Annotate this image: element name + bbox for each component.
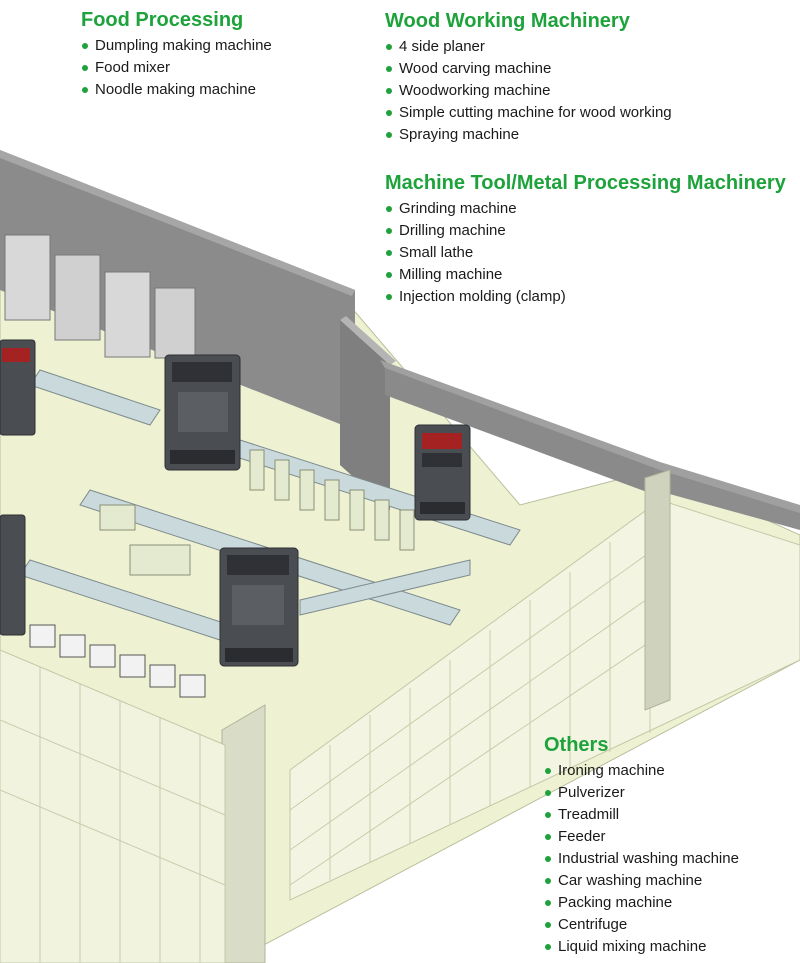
bullet-icon [386,228,392,234]
item-label: Grinding machine [399,200,517,217]
bullet-icon [545,856,551,862]
bullet-icon [545,900,551,906]
item-label: Pulverizer [558,784,625,801]
back-wall-left-top [0,150,355,296]
list-item: Small lathe [385,242,786,264]
list-item: Treadmill [544,804,739,826]
item-label: Drilling machine [399,222,506,239]
bullet-icon [545,790,551,796]
item-label: Wood carving machine [399,60,552,77]
item-label: Small lathe [399,244,474,261]
bullet-icon [545,812,551,818]
item-label: Milling machine [399,266,503,283]
list-item: Industrial washing machine [544,848,739,870]
section-title: Machine Tool/Metal Processing Machinery [385,172,786,194]
section-title: Wood Working Machinery [385,10,630,32]
bullet-icon [545,768,551,774]
item-label: Liquid mixing machine [558,938,707,955]
section-others: Others Ironing machine Pulverizer Treadm… [544,733,739,958]
section-machine-tool: Machine Tool/Metal Processing Machinery … [385,171,786,308]
list-item: Wood carving machine [385,58,672,80]
corner-pillar-right [644,469,671,711]
bullet-icon [545,944,551,950]
drive-unit-left-bottom [0,514,26,636]
list-item: Drilling machine [385,220,786,242]
section-wood-working: Wood Working Machinery 4 side planer Woo… [385,9,672,146]
drive-unit-center [164,354,241,471]
bullet-icon [386,132,392,138]
item-label: Feeder [558,828,606,845]
workstations [99,449,415,576]
front-machines [29,624,206,698]
section-food-processing: Food Processing Dumpling making machine … [81,8,272,101]
list-item: Packing machine [544,892,739,914]
list-item: Dumpling making machine [81,35,272,57]
item-list: Ironing machine Pulverizer Treadmill Fee… [544,760,739,958]
list-item: Food mixer [81,57,272,79]
bullet-icon [545,878,551,884]
list-item: Ironing machine [544,760,739,782]
list-item: Milling machine [385,264,786,286]
item-label: Treadmill [558,806,620,823]
list-item: Centrifuge [544,914,739,936]
item-list: 4 side planer Wood carving machine Woodw… [385,36,672,146]
section-title: Food Processing [81,9,244,31]
drive-unit-left-top [0,339,36,436]
bullet-icon [386,250,392,256]
list-item: Injection molding (clamp) [385,286,786,308]
list-item: Car washing machine [544,870,739,892]
item-label: Spraying machine [399,126,520,143]
item-label: Dumpling making machine [95,37,272,54]
item-label: Packing machine [558,894,673,911]
bullet-icon [386,206,392,212]
partition-edge [340,316,396,365]
item-label: Woodworking machine [399,82,551,99]
list-item: Feeder [544,826,739,848]
list-item: Woodworking machine [385,80,672,102]
list-item: Noodle making machine [81,79,272,101]
partition-wall [340,320,390,510]
list-item: Pulverizer [544,782,739,804]
corner-pillar-front [221,704,266,963]
bullet-icon [82,43,88,49]
list-item: Simple cutting machine for wood working [385,102,672,124]
item-label: Car washing machine [558,872,703,889]
bullet-icon [386,294,392,300]
drive-unit-front [219,547,299,667]
bullet-icon [386,272,392,278]
bullet-icon [386,66,392,72]
list-item: Spraying machine [385,124,672,146]
item-label: Simple cutting machine for wood working [399,104,672,121]
item-label: Ironing machine [558,762,665,779]
item-label: Industrial washing machine [558,850,739,867]
bullet-icon [82,87,88,93]
glass-grid [289,512,661,886]
bullet-icon [386,44,392,50]
list-item: 4 side planer [385,36,672,58]
right-glass-wall [289,499,800,901]
section-title: Others [544,734,609,756]
item-label: Noodle making machine [95,81,256,98]
drive-unit-right [414,424,471,521]
list-item: Grinding machine [385,198,786,220]
item-list: Dumpling making machine Food mixer Noodl… [81,35,272,101]
item-label: Centrifuge [558,916,628,933]
back-wall-right-face [385,368,655,495]
oven-cabinets [4,234,196,359]
bullet-icon [545,834,551,840]
front-glass-wall [0,649,226,963]
list-item: Liquid mixing machine [544,936,739,958]
back-wall-right-top [380,360,800,513]
item-label: 4 side planer [399,38,485,55]
item-label: Food mixer [95,59,171,76]
bullet-icon [386,110,392,116]
item-list: Grinding machine Drilling machine Small … [385,198,786,308]
bullet-icon [386,88,392,94]
front-glass-grid [0,667,226,963]
bullet-icon [82,65,88,71]
item-label: Injection molding (clamp) [399,288,566,305]
bullet-icon [545,922,551,928]
